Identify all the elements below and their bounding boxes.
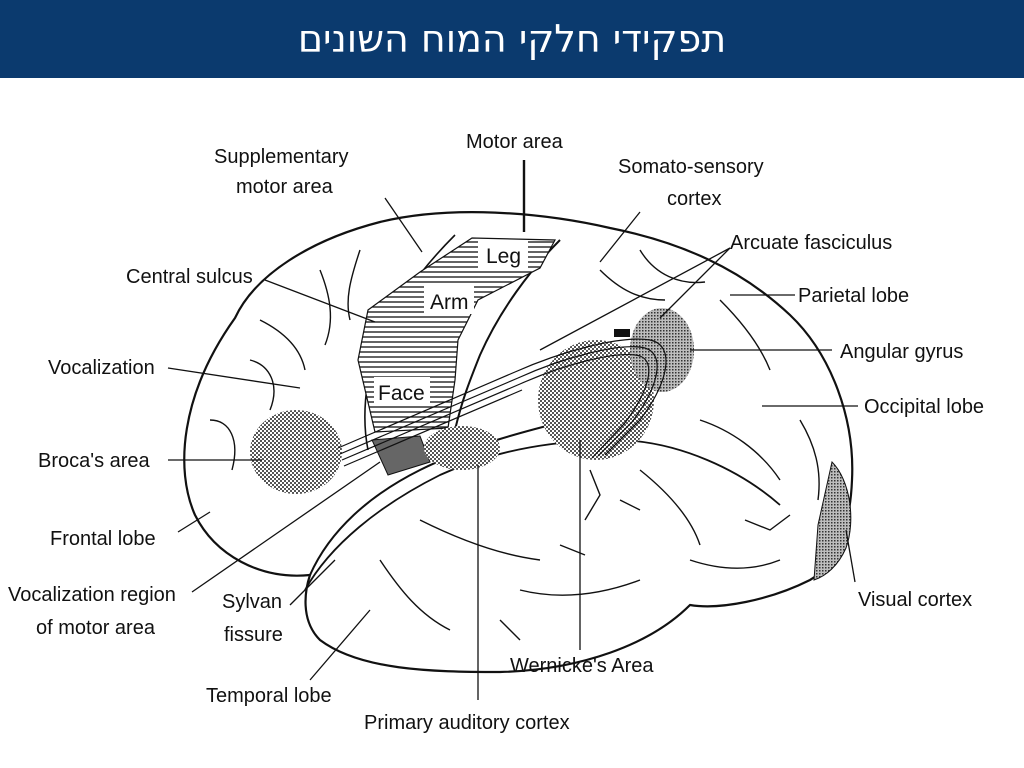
- label-supplementary-1: Supplementary: [214, 146, 349, 168]
- label-arcuate: Arcuate fasciculus: [730, 232, 892, 254]
- label-vocal-region-1: Vocalization region: [8, 584, 176, 606]
- sylvian-fissure-line: [309, 419, 571, 576]
- label-wernickes-area: Wernicke's Area: [510, 655, 654, 677]
- label-supplementary-2: motor area: [236, 176, 334, 198]
- leader-lines: [167, 160, 858, 700]
- brocas-area-region: [250, 410, 342, 494]
- arm-label-box: [424, 286, 474, 314]
- slide-title-bar: תפקידי חלקי המוח השונים: [0, 0, 1024, 78]
- visual-cortex-region: [813, 461, 852, 581]
- label-sylvan-1: Sylvan: [222, 591, 282, 613]
- brain-diagram: Leg Arm Face: [0, 78, 1024, 768]
- label-visual-cortex: Visual cortex: [858, 589, 972, 611]
- label-parietal-lobe: Parietal lobe: [798, 285, 909, 307]
- arcuate-fasciculus-bundle: [337, 338, 667, 467]
- label-vocal-region-2: of motor area: [36, 617, 156, 639]
- motor-strip-face: Face: [378, 382, 425, 405]
- face-label-box: [374, 377, 430, 405]
- label-central-sulcus: Central sulcus: [126, 266, 253, 288]
- label-vocalization: Vocalization: [48, 357, 155, 379]
- diagram-labels: Supplementary motor area Motor area Soma…: [8, 131, 984, 734]
- label-motor-area: Motor area: [466, 131, 564, 153]
- motor-strip-leg: Leg: [486, 245, 521, 268]
- wernickes-area-region: [538, 340, 654, 460]
- label-occipital-lobe: Occipital lobe: [864, 396, 984, 418]
- label-sylvan-2: fissure: [224, 624, 283, 646]
- leg-label-box: [478, 240, 528, 268]
- label-brocas-area: Broca's area: [38, 450, 151, 472]
- label-primary-auditory: Primary auditory cortex: [364, 712, 570, 734]
- angular-gyrus-region: [630, 308, 694, 392]
- label-angular-gyrus: Angular gyrus: [840, 341, 963, 363]
- primary-auditory-region: [424, 426, 500, 470]
- label-frontal-lobe: Frontal lobe: [50, 528, 156, 550]
- temporal-upper-edge: [304, 439, 781, 591]
- label-temporal-lobe: Temporal lobe: [206, 685, 332, 707]
- arcuate-marker: [614, 329, 630, 337]
- motor-strip-arm: Arm: [430, 291, 469, 314]
- gyri-lines: [209, 249, 820, 641]
- slide-title: תפקידי חלקי המוח השונים: [297, 17, 727, 61]
- vocalization-motor-region: [371, 435, 431, 476]
- label-somato-2: cortex: [667, 188, 721, 210]
- label-somato-1: Somato-sensory: [618, 156, 764, 178]
